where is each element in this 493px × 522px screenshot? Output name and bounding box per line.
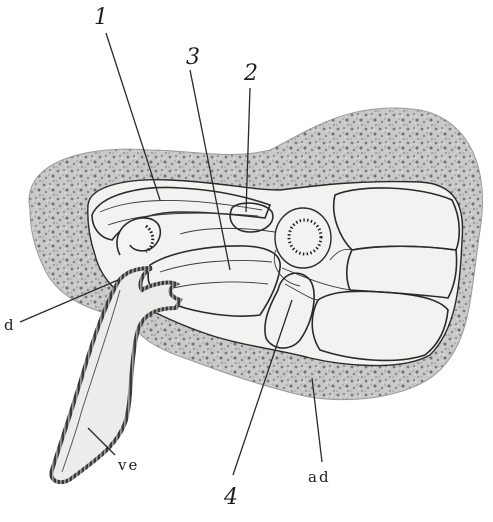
label-1: 1 xyxy=(94,5,108,30)
label-ve: ve xyxy=(117,456,139,474)
label-ad: ad xyxy=(308,468,331,486)
round-cell xyxy=(275,208,331,268)
label-4: 4 xyxy=(223,485,238,510)
label-d: d xyxy=(4,316,16,334)
label-3: 3 xyxy=(186,45,200,70)
label-2: 2 xyxy=(243,61,258,86)
